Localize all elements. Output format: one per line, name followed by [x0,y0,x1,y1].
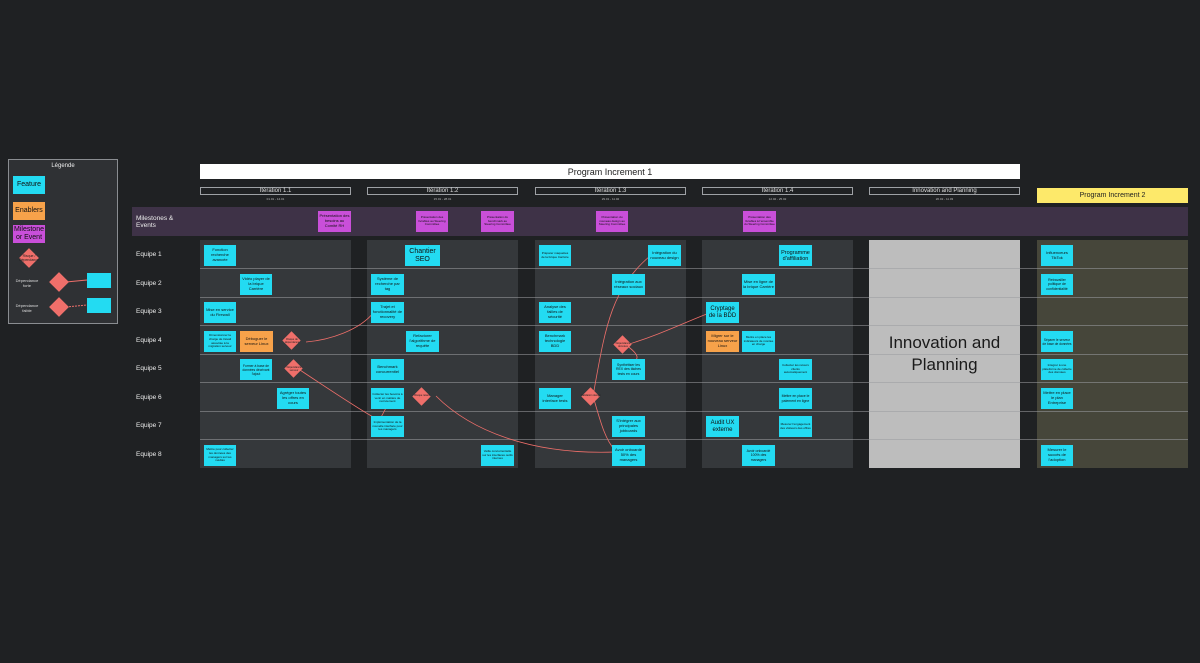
feature-card[interactable]: Benchmark technologie BDD [539,331,571,352]
legend-feature: Feature [13,176,45,194]
feature-card[interactable]: Avoir onboardé 50% des managers [612,445,645,466]
iteration-1-1-dates: 01.01 - 14.01 [266,197,285,201]
feature-card[interactable]: Mettre pour collecter les données des ma… [204,445,236,466]
row-label-equipe-7: Equipe 7 [136,422,162,429]
feature-card[interactable]: Mettre en place le plan Entreprise [1041,388,1073,409]
feature-card[interactable]: Trajet et fonctionnalité de recovery [371,302,404,323]
feature-card[interactable]: Synthétiser les REX des tâches tests en … [612,359,645,380]
row-label-equipe-3: Equipe 3 [136,308,162,315]
row-label-equipe-5: Equipe 5 [136,365,162,372]
iteration-ip-dates: 26.02 - 11.03 [935,197,954,201]
legend-faible-rect [87,298,111,313]
feature-card[interactable]: Dimensionner la charge de travail associ… [204,331,236,352]
feature-card[interactable]: S'intégrer aux principales jobboards [612,416,645,437]
legend-dep-forte: Dépendance forte [15,278,39,288]
feature-card[interactable]: Mettre en place le paiement en ligne [779,388,812,409]
feature-card[interactable]: Programme d'affiliation [779,245,812,266]
feature-card[interactable]: Analyse des failles de sécurité [539,302,571,323]
milestone-card[interactable]: Présentation des besoins au Comité RH [318,211,351,232]
pi2-title-bar: Program Increment 2 [1037,188,1188,203]
feature-card[interactable]: Système de recherche par tag [371,274,404,295]
feature-card[interactable]: Cryptage de la BDD [706,302,739,323]
feature-card[interactable]: Avoir onboardé 100% des managers [742,445,775,466]
legend-milestone: Milestone or Event [13,225,45,243]
row-label-equipe-1: Equipe 1 [136,251,162,258]
feature-card[interactable]: Mise en ligne de la brique Carrière [742,274,775,295]
milestone-card[interactable]: Présentation du benchmark au Steering Co… [481,211,514,232]
innovation-planning-text: Innovation and Planning [888,333,1001,374]
iteration-1-3: Itération 1.3 [535,187,686,195]
enabler-card[interactable]: Migrer sur le nouveau serveur Linux [706,331,739,352]
enabler-card[interactable]: Déboguer le serveur Linux [240,331,273,352]
row-label-equipe-8: Equipe 8 [136,451,162,458]
feature-card[interactable]: Manager interface tests [539,388,571,409]
feature-card[interactable]: Préparer maquettes de la brique Carrière [539,245,571,266]
row-label-equipe-2: Equipe 2 [136,280,162,287]
dependency-text: Validation design [581,394,601,397]
milestone-card[interactable]: Présentation des livrables à l'ensemble … [743,211,776,232]
row-separator [200,268,1188,269]
iteration-1-4: Itération 1.4 [702,187,853,195]
feature-card[interactable]: Audit UX externe [706,416,739,437]
feature-card[interactable]: Agréger toutes les offres en cours [277,388,309,409]
feature-card[interactable]: Collecter les besoins à venir en matière… [371,388,404,409]
row-label-equipe-4: Equipe 4 [136,337,162,344]
feature-card[interactable]: Former à base de données décrivant l'ajo… [240,359,272,380]
feature-card[interactable]: Influenceurs TikTok [1041,245,1073,266]
legend-enablers: Enablers [13,202,45,220]
feature-card[interactable]: Benchmark concurrentiel [371,359,404,380]
iteration-1-2-dates: 15.01 - 28.01 [433,197,452,201]
feature-card[interactable]: Mise en service du Firewall [204,302,236,323]
row-label-milestones: Milestones & Events [136,215,174,229]
dependency-text: Risque retard [414,394,430,397]
legend-forte-rect [87,273,111,288]
feature-card[interactable]: Intégrer à une plateforme de collecte de… [1041,359,1073,380]
milestone-card[interactable]: Présentation des livrables au Steering C… [416,211,448,232]
row-separator [200,297,1188,298]
legend-lines [65,279,88,308]
milestone-card[interactable]: Présentation du nouveau design au Steeri… [596,211,628,232]
feature-card[interactable]: Retravailler politique de confidentialit… [1041,274,1073,295]
milestones-band [132,207,1188,236]
iteration-1-2: Itération 1.2 [367,187,518,195]
row-label-equipe-6: Equipe 6 [136,394,162,401]
feature-card[interactable]: Chantier SEO [405,245,440,266]
feature-card[interactable]: Veille concurrentielle sur les interface… [481,445,514,466]
iteration-ip: Innovation and Planning [869,187,1020,195]
dependency-text: Risque de dépendance [284,338,300,344]
row-separator [200,325,1188,326]
iteration-1-3-dates: 29.01 - 11.02 [601,197,620,201]
feature-card[interactable]: Collecter les retours clients automatiqu… [779,359,812,380]
dependency-text: Dépendance serveur [286,366,302,372]
feature-card[interactable]: Intégration aux réseaux sociaux [612,274,645,295]
feature-card[interactable]: Vidéo player de la brique Carrière [240,274,272,295]
row-separator [200,382,1188,383]
feature-card[interactable]: Mesurer le succès de l'adoption [1041,445,1073,466]
row-separator [200,354,1188,355]
iteration-1-4-dates: 12.02 - 25.02 [768,197,787,201]
row-separator [200,411,1188,412]
legend-dep-faible: Dépendance faible [15,303,39,313]
legend-panel: Légende Feature Enablers Milestone or Ev… [8,159,118,324]
feature-card[interactable]: Refactorer l'algorithme de requête [406,331,439,352]
row-separator [200,439,1188,440]
legend-title: Légende [51,163,75,169]
feature-card[interactable]: Fonction recherche avancée [204,245,236,266]
pi1-title-bar: Program Increment 1 [200,164,1020,179]
feature-card[interactable]: Intégration du nouveau design [648,245,681,266]
feature-card[interactable]: Séparer le serveur de base de données [1041,331,1073,352]
feature-card[interactable]: Implémentation de la nouvelle interface … [371,416,404,437]
feature-card[interactable]: Mettre en place les indicateurs de monté… [742,331,775,352]
feature-card[interactable]: Mesurer l'engagement des visiteurs des o… [779,416,812,437]
legend-diamond-text: Risque / Dépendance [19,254,39,262]
iteration-1-1: Itération 1.1 [200,187,351,195]
dependency-text: Dépendance données [615,342,631,348]
